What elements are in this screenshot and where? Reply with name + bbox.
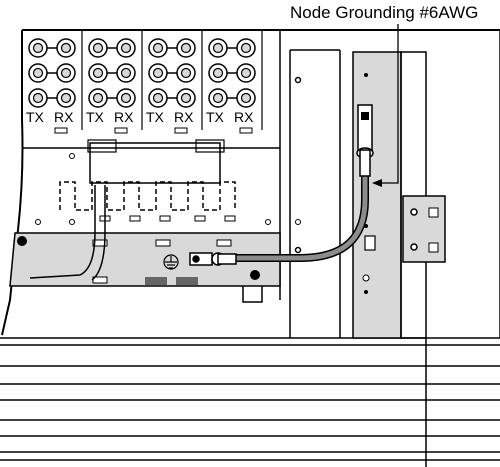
label-ticks [54, 127, 253, 134]
tx-label: TX [26, 109, 45, 125]
coax-port-center [92, 67, 104, 79]
coax-port-center [120, 92, 132, 104]
coax-port-center [120, 42, 132, 54]
coax-port-center [212, 42, 224, 54]
dark-pad [176, 277, 198, 285]
coax-port-center [120, 67, 132, 79]
coax-port-center [180, 92, 192, 104]
callout: Node Grounding #6AWG [290, 3, 478, 187]
chassis-outline [1, 30, 24, 336]
base-rails [0, 337, 500, 467]
coax-port-center [32, 42, 44, 54]
callout-leader [376, 24, 399, 184]
tx-label: TX [146, 109, 165, 125]
coax-port-center [92, 92, 104, 104]
right-bracket [402, 195, 446, 263]
dashed-strip [59, 181, 236, 211]
rx-label: RX [234, 109, 254, 125]
ring-lug [357, 104, 373, 151]
coax-port-center [152, 67, 164, 79]
coax-port-center [32, 67, 44, 79]
rx-label: RX [54, 109, 74, 125]
coax-port-center [60, 67, 72, 79]
node-ground-cable [189, 104, 374, 266]
coax-port-center [240, 42, 252, 54]
port-grid: TX RX TX RX TX RX TX RX [26, 38, 256, 125]
tx-label: TX [206, 109, 225, 125]
coax-port-center [212, 92, 224, 104]
internal-wire [91, 185, 106, 281]
coax-connector-icon [189, 252, 237, 266]
callout-label: Node Grounding #6AWG [290, 3, 478, 22]
coax-port-center [92, 42, 104, 54]
coax-port-center [180, 67, 192, 79]
screw-black [250, 270, 260, 280]
coax-port-center [180, 42, 192, 54]
ground-symbol-icon [163, 254, 179, 270]
arrow-icon [372, 179, 382, 187]
coax-port-center [152, 92, 164, 104]
lower-board [9, 185, 281, 303]
coax-port-center [152, 42, 164, 54]
coax-port-center [240, 92, 252, 104]
connector-panel: TX RX TX RX TX RX TX RX [26, 30, 263, 130]
internal-wire [29, 185, 96, 279]
tx-label: TX [86, 109, 105, 125]
circuit-board [22, 30, 301, 300]
rx-label: RX [174, 109, 194, 125]
screw-black [17, 236, 27, 246]
coax-port-center [240, 67, 252, 79]
coax-port-center [60, 92, 72, 104]
coax-port-center [32, 92, 44, 104]
coax-port-center [60, 42, 72, 54]
frame-panels [289, 30, 500, 338]
coax-port-center [212, 67, 224, 79]
rx-label: RX [114, 109, 134, 125]
dark-pad [145, 277, 167, 285]
